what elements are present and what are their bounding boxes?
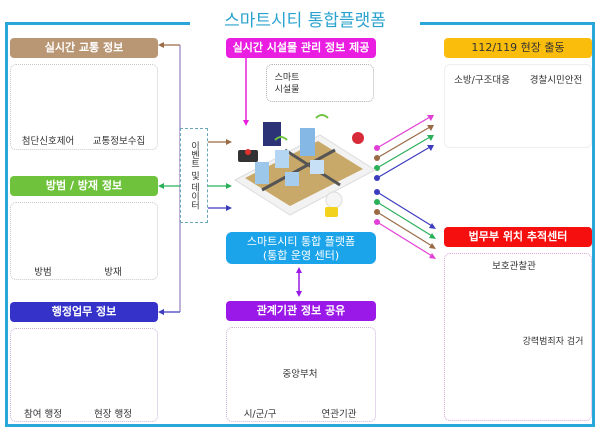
traffic-arrowhead (158, 42, 164, 48)
smart-city-illustration (234, 114, 376, 217)
admin-item-participation: 참여 행정 (24, 409, 62, 420)
safety-info-header: 방범 / 방재 정보 (10, 176, 158, 196)
emergency-connectors (374, 115, 434, 181)
event-admin-arrow (226, 205, 232, 211)
safety-item-crime-prevention: 방범 (34, 267, 52, 278)
emergency-panel (444, 64, 592, 148)
emergency-item-fire-rescue: 소방/구조대응 (454, 75, 510, 86)
up-arrowhead (296, 267, 302, 273)
platform-subtitle: (통합 운영 센터) (262, 249, 340, 262)
facility-info-header: 실시간 시설물 관리 정보 제공 (226, 38, 376, 58)
justice-item-probation-officer: 보호관찰관 (492, 261, 536, 272)
agency-item-local: 시/군/구 (243, 409, 277, 420)
event-data-label: 이벤트 및 데이터 (189, 141, 199, 210)
facility-arrowhead (243, 120, 249, 126)
event-data-box (180, 128, 208, 223)
facility-panel (266, 64, 374, 102)
traffic-item-info-collection: 교통정보수집 (92, 136, 146, 147)
agency-sharing-header: 관계기관 정보 공유 (226, 301, 376, 321)
safety-item-disaster-prevention: 방재 (104, 267, 122, 278)
title-backdrop (190, 8, 420, 34)
justice-item-arrest: 강력범죄자 검거 (522, 337, 584, 347)
admin-panel (10, 328, 158, 422)
admin-arrowhead (158, 309, 164, 315)
emergency-item-police: 경찰시민안전 (529, 75, 583, 86)
platform-title: 스마트시티 통합 플랫폼 (246, 235, 356, 248)
agency-item-related: 연관기관 (321, 409, 357, 420)
justice-tracking-header: 법무부 위치 추적센터 (444, 227, 592, 247)
traffic-item-signal-control: 첨단신호제어 (21, 136, 75, 147)
safety-arrowhead (158, 183, 164, 189)
integrated-platform-box: 스마트시티 통합 플랫폼 (통합 운영 센터) (226, 232, 376, 264)
admin-item-field: 현장 행정 (94, 409, 132, 420)
admin-info-header: 행정업무 정보 (10, 302, 158, 322)
page-title: 스마트시티 통합플랫폼 (224, 11, 386, 31)
justice-connectors (374, 189, 436, 259)
traffic-info-header: 실시간 교통 정보 (10, 38, 158, 58)
safety-panel (10, 202, 158, 280)
event-traffic-arrow (226, 139, 232, 145)
emergency-dispatch-header: 112/119 현장 출동 (444, 38, 592, 58)
facility-item-smart: 스마트 시설물 (274, 73, 300, 95)
agency-item-central: 중앙부처 (282, 369, 318, 380)
justice-panel (444, 253, 592, 421)
down-arrowhead (296, 291, 302, 297)
agency-panel (226, 327, 376, 422)
event-safety-arrow (226, 183, 232, 189)
traffic-panel (10, 64, 158, 150)
